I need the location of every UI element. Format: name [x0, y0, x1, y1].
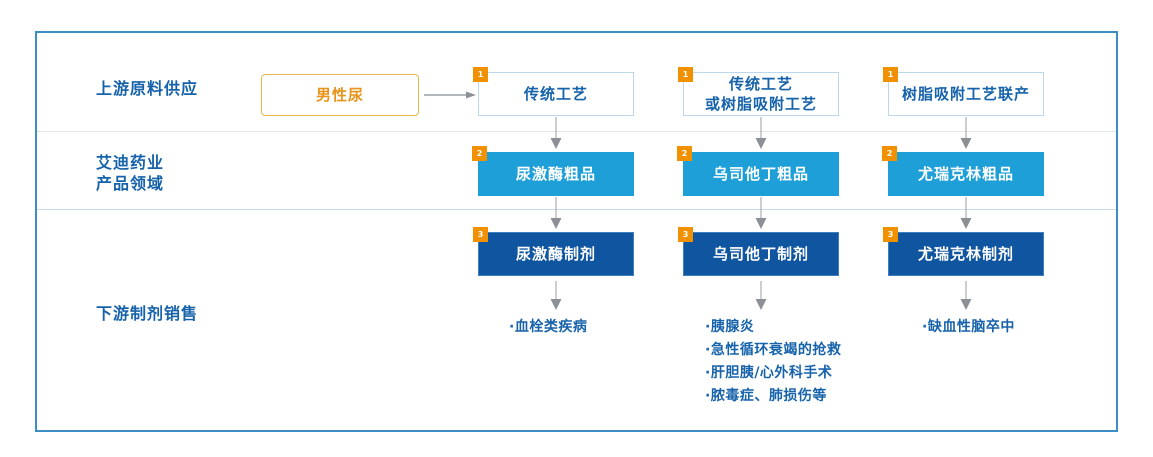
process-node-urilin[interactable]: 1 树脂吸附工艺联产	[883, 67, 1044, 116]
arrow-formulation-to-indications-urokinase	[550, 281, 562, 310]
row-label-downstream: 下游制剂销售	[96, 304, 199, 323]
process-node-label: 传统工艺 或树脂吸附工艺	[704, 75, 817, 113]
list-item: ·急性循环衰竭的抢救	[705, 342, 842, 358]
process-node-label: 传统工艺	[523, 85, 588, 103]
list-item: ·肝胆胰/心外科手术	[705, 365, 833, 381]
formulation-node-ulinastatin[interactable]: 3 乌司他丁制剂	[678, 227, 839, 276]
arrow-source-to-process	[424, 91, 476, 99]
indications-list-urokinase: ·血栓类疾病	[509, 316, 587, 339]
step-badge-1: 1	[678, 67, 693, 82]
arrow-formulation-to-indications-urilin	[960, 281, 972, 310]
step-badge-3: 3	[473, 227, 488, 242]
step-badge-2: 2	[472, 146, 487, 161]
arrow-process-to-crude-urilin	[960, 117, 972, 149]
list-item: ·脓毒症、肺损伤等	[705, 388, 827, 404]
formulation-node-urilin[interactable]: 3 尤瑞克林制剂	[883, 227, 1044, 276]
row-divider-2	[37, 209, 1116, 210]
step-badge-3: 3	[883, 227, 898, 242]
formulation-node-label: 尤瑞克林制剂	[917, 245, 1014, 263]
row-divider-1	[37, 131, 1116, 132]
process-node-ulinastatin[interactable]: 1 传统工艺 或树脂吸附工艺	[678, 67, 839, 116]
process-node-urokinase[interactable]: 1 传统工艺	[473, 67, 634, 116]
crude-node-label: 乌司他丁粗品	[712, 165, 809, 183]
indications-list-ulinastatin: ·胰腺炎 ·急性循环衰竭的抢救 ·肝胆胰/心外科手术 ·脓毒症、肺损伤等	[705, 316, 841, 408]
step-badge-2: 2	[677, 146, 692, 161]
formulation-node-urokinase[interactable]: 3 尿激酶制剂	[473, 227, 634, 276]
list-item: ·胰腺炎	[705, 319, 755, 335]
formulation-node-label: 尿激酶制剂	[515, 245, 596, 263]
step-badge-2: 2	[882, 146, 897, 161]
indications-list-urilin: ·缺血性脑卒中	[922, 316, 1015, 339]
step-badge-1: 1	[473, 67, 488, 82]
crude-node-urokinase[interactable]: 2 尿激酶粗品	[472, 146, 634, 196]
crude-node-ulinastatin[interactable]: 2 乌司他丁粗品	[677, 146, 839, 196]
crude-node-urilin[interactable]: 2 尤瑞克林粗品	[882, 146, 1044, 196]
arrow-crude-to-formulation-ulinastatin	[755, 197, 767, 229]
step-badge-1: 1	[883, 67, 898, 82]
source-node-label: 男性尿	[315, 86, 364, 104]
arrow-process-to-crude-urokinase	[550, 117, 562, 149]
arrow-formulation-to-indications-ulinastatin	[755, 281, 767, 310]
list-item: ·血栓类疾病	[509, 319, 588, 335]
crude-node-label: 尤瑞克林粗品	[917, 165, 1014, 183]
row-label-upstream: 上游原料供应	[96, 79, 199, 98]
process-node-label: 树脂吸附工艺联产	[901, 85, 1030, 103]
formulation-node-label: 乌司他丁制剂	[712, 245, 809, 263]
arrow-crude-to-formulation-urilin	[960, 197, 972, 229]
list-item: ·缺血性脑卒中	[922, 319, 1015, 335]
step-badge-3: 3	[678, 227, 693, 242]
arrow-process-to-crude-ulinastatin	[755, 117, 767, 149]
row-label-products: 艾迪药业 产品领域	[96, 153, 165, 193]
crude-node-label: 尿激酶粗品	[515, 165, 596, 183]
arrow-crude-to-formulation-urokinase	[550, 197, 562, 229]
source-node-male-urine[interactable]: 男性尿	[261, 74, 419, 116]
